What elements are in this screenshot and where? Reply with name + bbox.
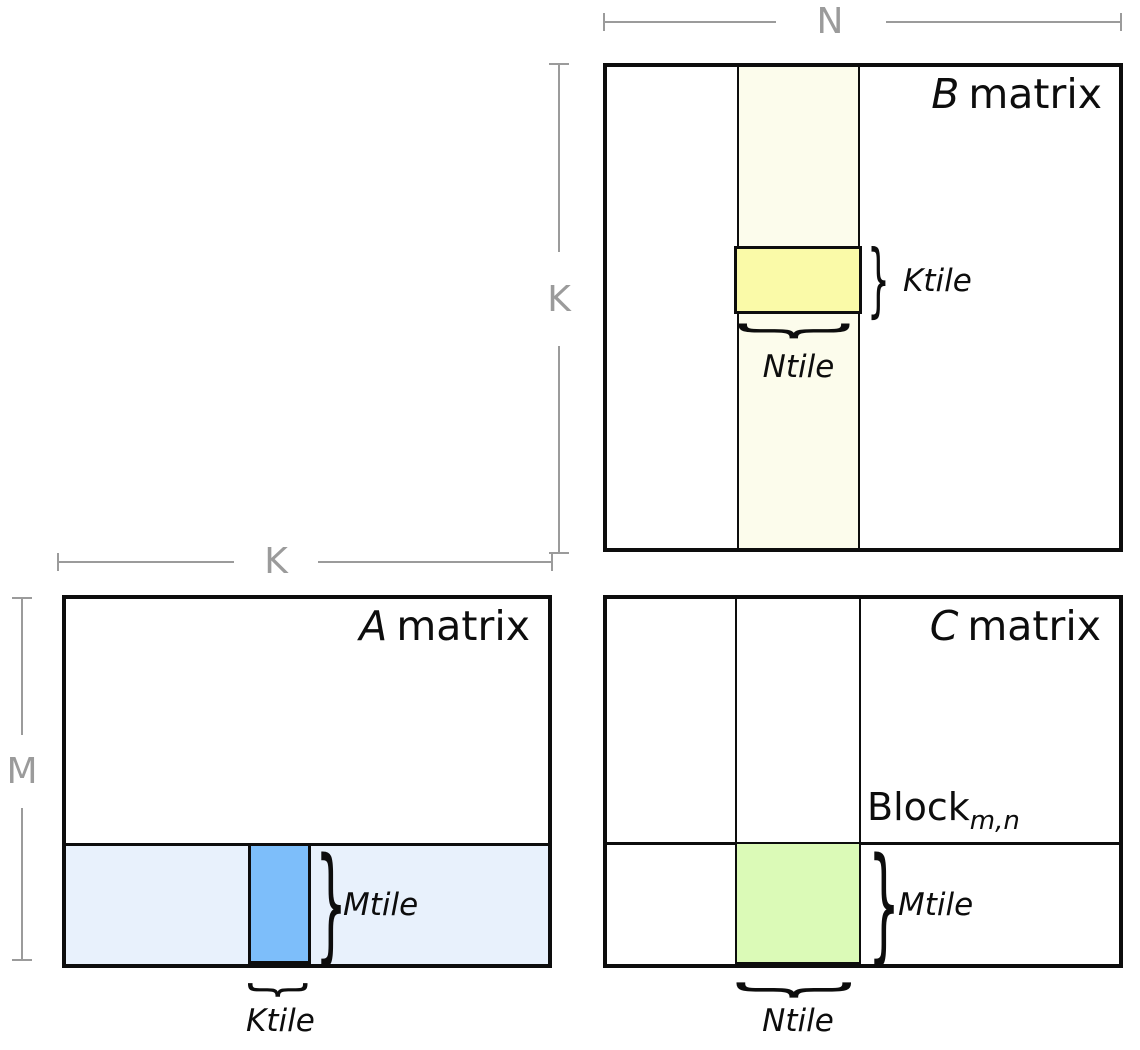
a-matrix-title-letter: A — [359, 602, 388, 650]
m-dim-tick-top — [12, 597, 32, 599]
c-ntile-brace: } — [726, 977, 870, 1003]
c-column-line-right — [859, 599, 861, 844]
n-dim-line-right — [886, 21, 1122, 23]
a-matrix-title-word: matrix — [396, 602, 530, 650]
k-vert-line-top — [558, 64, 560, 252]
c-block-label-word: Block — [867, 785, 970, 829]
k-vert-tick-bottom — [549, 552, 569, 554]
a-mtile-label: Mtile — [343, 887, 419, 923]
b-matrix-rect — [603, 63, 1123, 552]
c-ntile-label: Ntile — [762, 1003, 834, 1039]
c-mtile-brace-glyph: } — [867, 830, 901, 977]
m-dim-line-top — [21, 598, 23, 735]
m-dim-line-bottom — [21, 808, 23, 961]
b-ktile-brace-glyph: } — [866, 233, 890, 326]
c-ntile-brace-glyph: } — [726, 977, 870, 1003]
c-matrix-rect — [603, 595, 1123, 968]
a-mtile-brace-glyph: } — [314, 830, 348, 977]
a-mtile-brace: } — [311, 830, 351, 977]
b-matrix-title-word: matrix — [968, 70, 1102, 118]
k-horiz-tick-right — [551, 553, 553, 571]
k-vert-line-bottom — [558, 346, 560, 553]
b-ktile-label: Ktile — [903, 263, 972, 299]
a-mtile-ktile-tile — [248, 843, 311, 964]
c-block-label-subscript: m,n — [969, 806, 1020, 836]
b-matrix-title-letter: B — [931, 70, 960, 118]
c-row-divider — [607, 842, 1119, 845]
k-vert-label: K — [547, 279, 571, 320]
b-ntile-label: Ntile — [762, 349, 835, 385]
n-dim-tick-left — [603, 13, 605, 31]
c-block-tile — [735, 842, 861, 964]
k-horiz-line-left — [58, 561, 234, 563]
k-horiz-label: K — [264, 541, 288, 582]
b-ntile-brace-glyph: } — [729, 318, 869, 344]
b-ktile-brace: } — [858, 233, 898, 326]
c-column-line-left — [735, 599, 737, 844]
c-matrix-title-word: matrix — [967, 602, 1101, 650]
k-horiz-tick-left — [57, 553, 59, 571]
n-dim-label: N — [816, 1, 844, 42]
k-horiz-line-right — [318, 561, 552, 563]
k-vert-tick-top — [549, 63, 569, 65]
a-ktile-brace: } — [242, 977, 316, 1003]
n-dim-tick-right — [1120, 13, 1122, 31]
c-block-label: Blockm,n — [867, 785, 1020, 836]
n-dim-line-left — [604, 21, 776, 23]
c-mtile-label: Mtile — [898, 887, 974, 923]
m-dim-tick-bottom — [12, 959, 32, 961]
a-ktile-brace-glyph: } — [242, 978, 316, 1002]
b-ktile-ntile-tile — [734, 246, 862, 314]
b-ntile-brace: } — [729, 317, 869, 345]
c-mtile-brace: } — [864, 830, 904, 977]
c-matrix-title-letter: C — [929, 602, 959, 650]
m-dim-label: M — [6, 751, 38, 792]
a-ktile-label: Ktile — [246, 1003, 315, 1039]
